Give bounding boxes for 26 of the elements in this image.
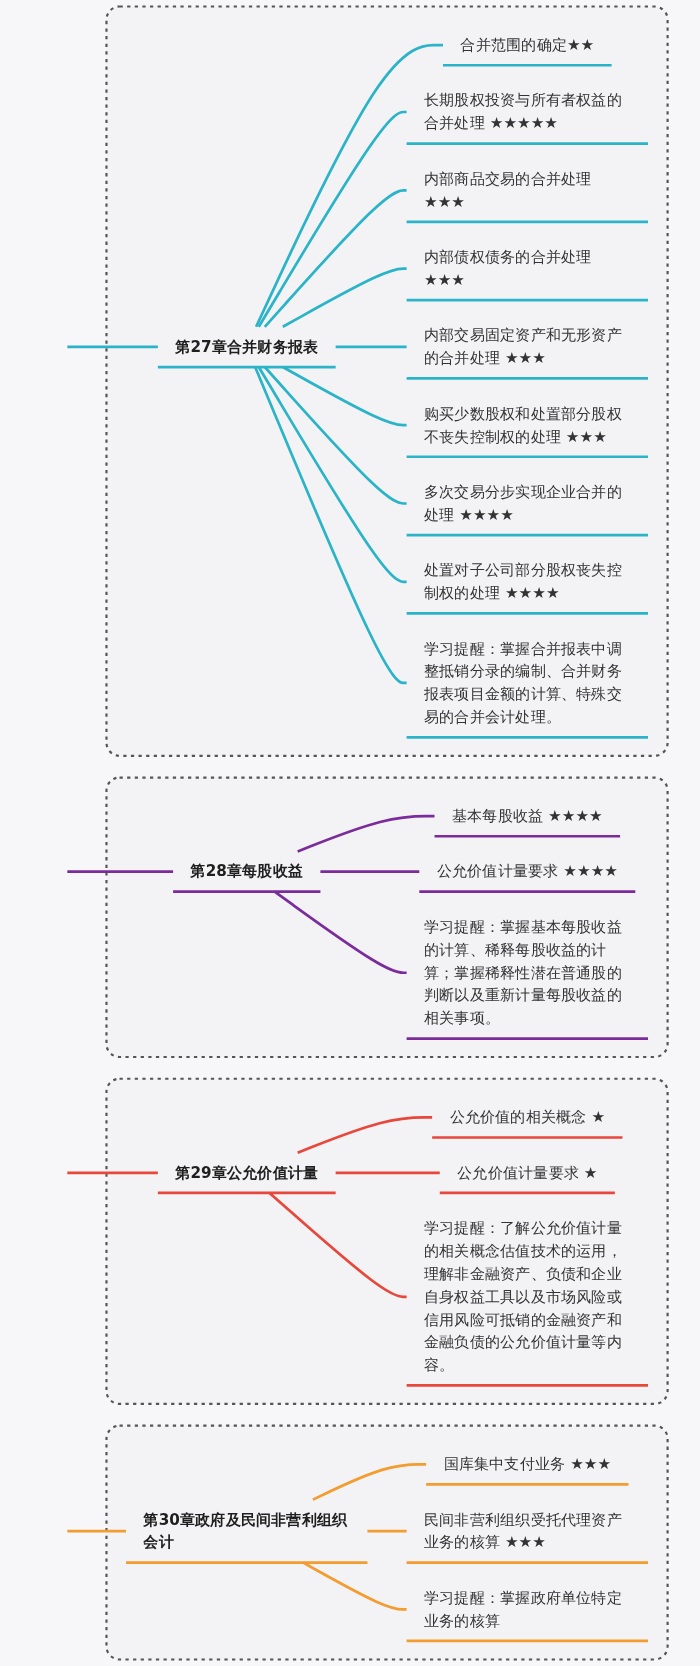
connector	[335, 345, 407, 349]
connector	[254, 43, 443, 328]
connector	[297, 1116, 433, 1154]
connector	[335, 1171, 440, 1175]
connector	[297, 814, 435, 853]
connector	[320, 870, 420, 873]
cluster	[105, 5, 669, 757]
connector	[302, 1561, 407, 1611]
connector	[67, 1529, 126, 1533]
connector	[67, 870, 173, 873]
connector	[253, 366, 407, 685]
connector	[268, 1191, 407, 1299]
connector	[282, 365, 407, 427]
connector	[257, 366, 407, 584]
cluster	[105, 1424, 669, 1661]
connector	[257, 110, 407, 328]
connector	[67, 345, 158, 349]
connector	[263, 188, 407, 328]
connector	[273, 890, 407, 975]
cluster	[105, 776, 669, 1059]
connector	[282, 267, 407, 328]
connector	[367, 1529, 407, 1533]
connector	[263, 366, 407, 505]
connector	[67, 1171, 158, 1175]
cluster	[105, 1077, 669, 1405]
connector	[312, 1462, 427, 1501]
